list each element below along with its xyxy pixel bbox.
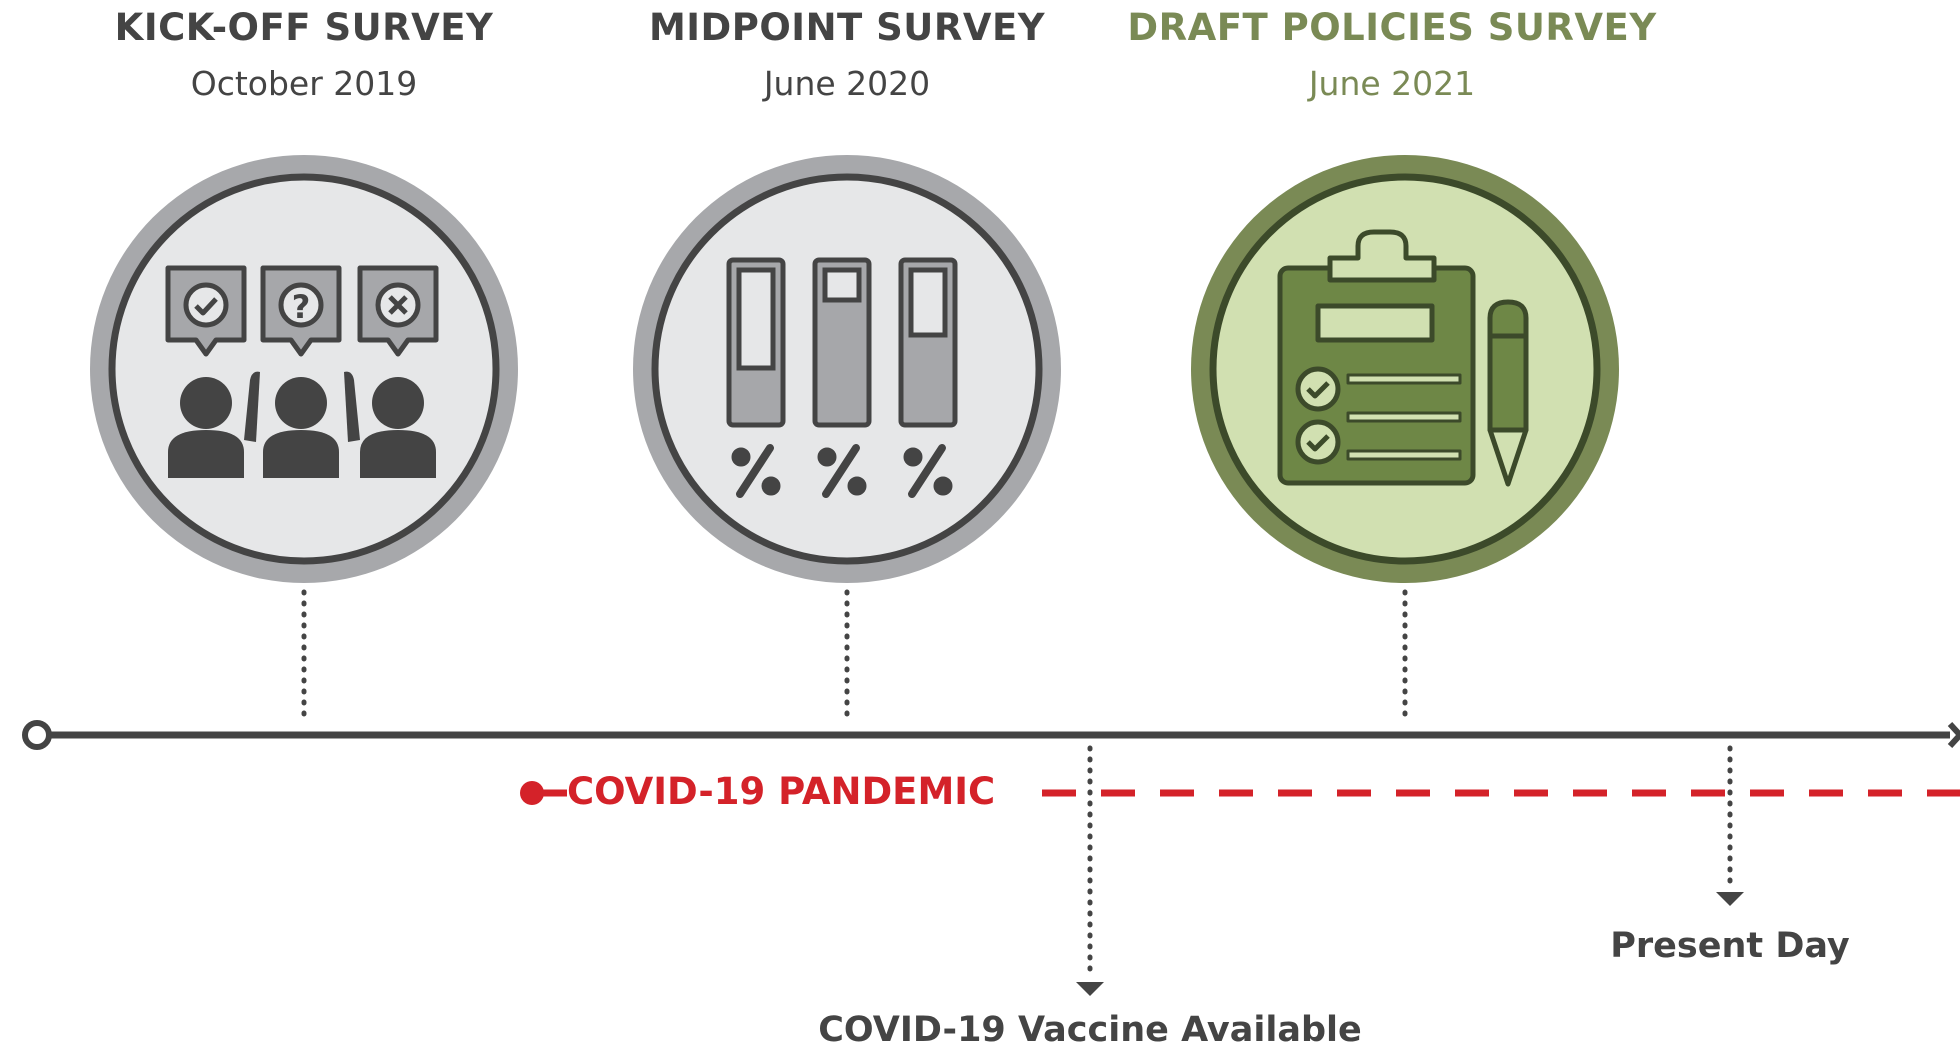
survey-title: KICK-OFF SURVEY xyxy=(114,6,494,49)
vaccine-available-label: COVID-19 Vaccine Available xyxy=(818,1010,1362,1050)
present-day-label: Present Day xyxy=(1610,926,1850,966)
midpoint-survey-badge xyxy=(633,155,1061,583)
vaccine-marker xyxy=(1076,745,1104,996)
timeline-axis xyxy=(22,720,1960,750)
pandemic-label: COVID-19 PANDEMIC xyxy=(567,770,996,813)
percent-signs-icon xyxy=(731,444,953,498)
kickoff-survey-badge: ? xyxy=(90,155,518,583)
survey-heading-kickoff: KICK-OFF SURVEY October 2019 xyxy=(24,6,584,106)
pandemic-span xyxy=(520,781,1960,805)
pencil-icon xyxy=(1487,299,1529,487)
draft-policies-survey-badge xyxy=(1191,155,1619,583)
present-day-marker xyxy=(1716,745,1744,906)
clipboard-checklist-icon xyxy=(1277,229,1476,486)
survey-title: MIDPOINT SURVEY xyxy=(648,6,1046,49)
survey-title: DRAFT POLICIES SURVEY xyxy=(1127,6,1657,49)
survey-heading-draft-policies: DRAFT POLICIES SURVEY June 2021 xyxy=(1112,6,1672,106)
survey-date: June 2020 xyxy=(763,64,931,103)
survey-date: October 2019 xyxy=(190,64,418,103)
survey-date: June 2021 xyxy=(1308,64,1476,103)
people-silhouettes-icon xyxy=(168,371,436,478)
percentage-bars-icon xyxy=(726,257,958,428)
survey-heading-midpoint: MIDPOINT SURVEY June 2020 xyxy=(567,6,1127,106)
people-voting-icon: ? xyxy=(165,265,439,357)
svg-text:?: ? xyxy=(292,288,311,326)
survey-connectors xyxy=(301,589,1408,727)
